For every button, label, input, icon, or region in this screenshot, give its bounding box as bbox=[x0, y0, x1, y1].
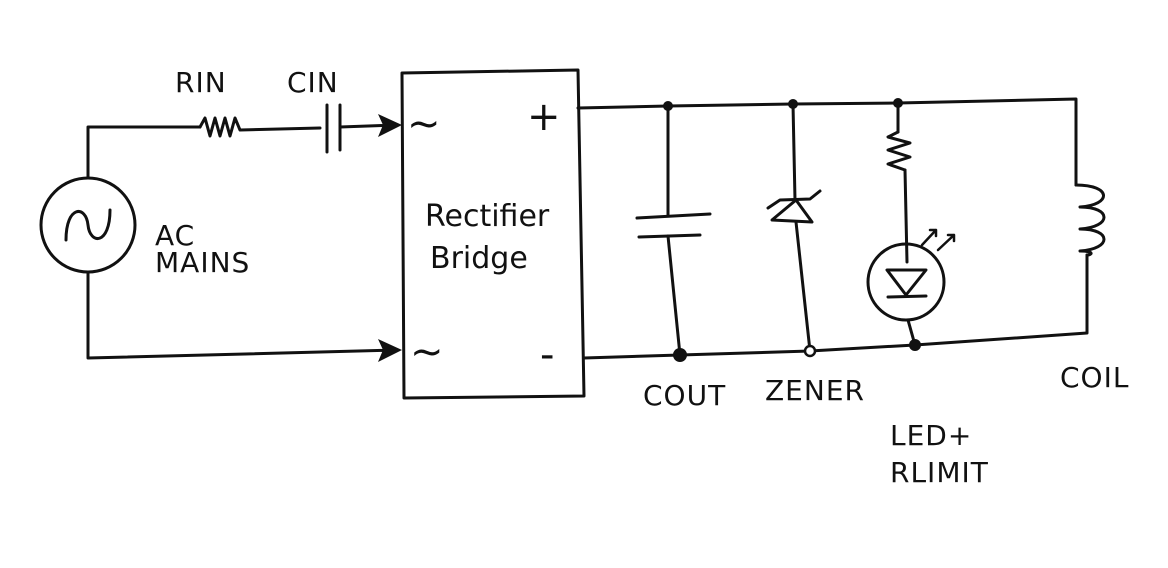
bridge-minus-terminal: - bbox=[540, 332, 554, 378]
arrow-icon-top bbox=[378, 114, 402, 137]
bridge-ac-in-top: ~ bbox=[407, 101, 441, 147]
node-dot bbox=[663, 101, 673, 111]
cin-capacitor bbox=[325, 103, 342, 154]
node-dot bbox=[909, 339, 921, 351]
cin-label: CIN bbox=[287, 66, 339, 99]
negative-rail bbox=[582, 253, 1089, 360]
rectifier-bridge-box bbox=[400, 68, 586, 400]
cout-label: COUT bbox=[643, 379, 726, 412]
coil-label: COIL bbox=[1060, 361, 1129, 394]
sine-wave-icon bbox=[64, 208, 112, 242]
node-dot bbox=[673, 348, 687, 362]
ac-mains-label-line1: AC bbox=[155, 219, 195, 252]
led-label-line1: LED+ bbox=[890, 419, 972, 452]
coil-inductor bbox=[1074, 183, 1106, 257]
light-emission-icon bbox=[920, 228, 956, 252]
rin-label: RIN bbox=[175, 66, 227, 99]
rin-resistor bbox=[198, 116, 322, 138]
bottom-input-wire bbox=[86, 270, 400, 360]
bridge-ac-in-bottom: ~ bbox=[410, 329, 444, 375]
zener-label: ZENER bbox=[765, 374, 865, 407]
node-dot bbox=[803, 344, 817, 358]
led-with-rlimit bbox=[866, 101, 956, 347]
node-dot bbox=[788, 99, 798, 109]
rlimit-resistor bbox=[886, 130, 912, 172]
led-label-line2: RLIMIT bbox=[890, 456, 989, 489]
ac-mains-label-line2: MAINS bbox=[155, 246, 250, 279]
bridge-label-line1: Rectifier bbox=[425, 199, 550, 234]
bridge-label-line2: Bridge bbox=[430, 241, 528, 276]
cout-capacitor bbox=[635, 104, 712, 357]
node-dot bbox=[893, 98, 903, 108]
top-input-wire bbox=[86, 125, 202, 180]
ac-source bbox=[39, 176, 137, 274]
zener-diode bbox=[766, 102, 822, 353]
bridge-plus-terminal: + bbox=[527, 94, 561, 140]
arrow-icon-bottom bbox=[378, 339, 402, 362]
positive-rail bbox=[576, 97, 1078, 187]
